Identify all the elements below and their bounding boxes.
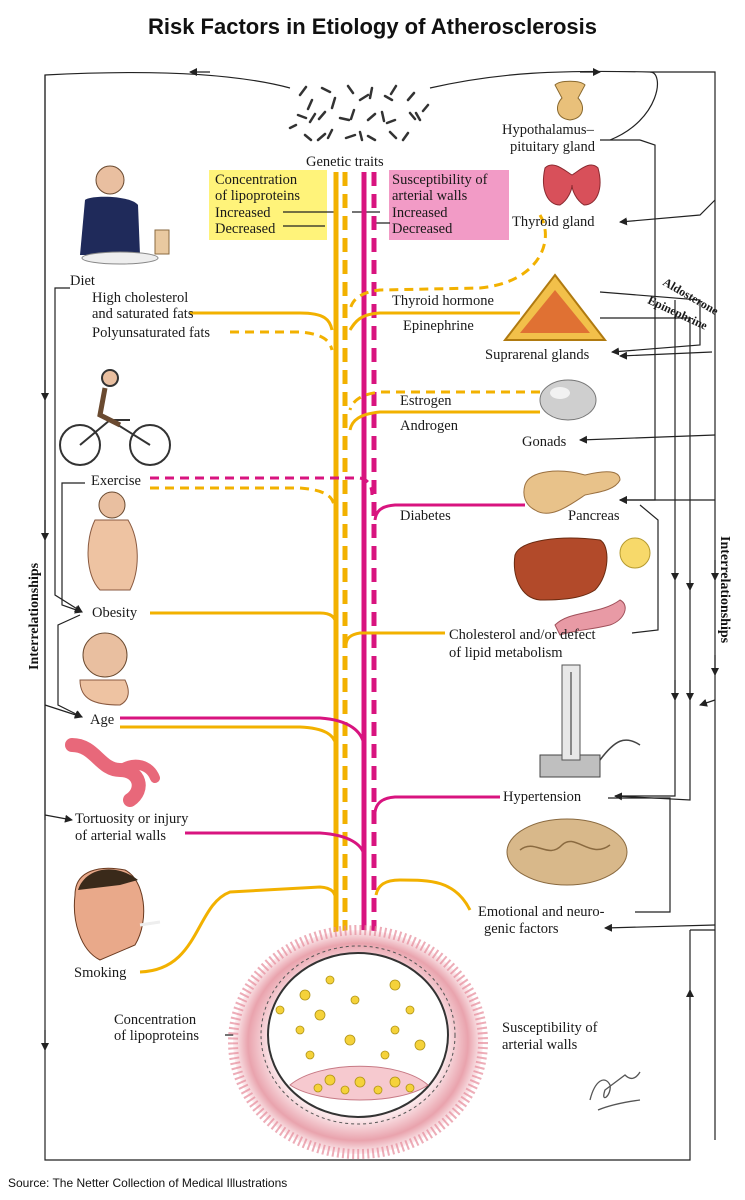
- high-cholesterol-label-2: and saturated fats: [92, 306, 194, 322]
- susceptibility-legend-box: [389, 170, 509, 240]
- bottom-concentration-label-1: Concentration: [114, 1012, 197, 1028]
- man-eating-icon: [80, 165, 170, 265]
- sphygmomanometer-icon: [539, 664, 641, 778]
- cholesterol-defect-label-2: of lipid metabolism: [449, 645, 563, 661]
- liver-icon: [513, 537, 651, 636]
- thyroid-hormone-label: Thyroid hormone: [392, 293, 494, 309]
- estrogen-label: Estrogen: [400, 393, 452, 409]
- hypothalamus-label-1: Hypothalamus–: [502, 122, 594, 138]
- diabetes-label: Diabetes: [400, 508, 451, 524]
- lipoprotein-legend-box: [209, 170, 327, 240]
- androgen-label: Androgen: [400, 418, 458, 434]
- gonad-icon: [539, 379, 597, 421]
- emotional-label-2: genic factors: [484, 921, 559, 937]
- interrelationships-left-label: Interrelationships: [27, 562, 42, 670]
- tortuosity-label-1: Tortuosity or injury: [75, 811, 189, 827]
- suprarenal-glands-label: Suprarenal glands: [485, 347, 590, 363]
- genetic-traits-label: Genetic traits: [306, 154, 384, 170]
- source-caption: Source: The Netter Collection of Medical…: [8, 1176, 288, 1190]
- chromosomes-icon: [288, 84, 430, 142]
- artery-cross-section: [228, 925, 488, 1159]
- pancreas-icon: [523, 470, 621, 514]
- bottom-susceptibility-label-1: Susceptibility of: [502, 1020, 598, 1036]
- suprarenal-gland-icon: [502, 273, 608, 341]
- influence-arrows: [120, 214, 547, 974]
- pituitary-gland-icon: [554, 80, 586, 121]
- hypertension-label: Hypertension: [503, 789, 582, 805]
- gonads-label: Gonads: [522, 434, 567, 450]
- tortuous-artery-icon: [65, 738, 160, 807]
- obesity-label: Obesity: [92, 605, 138, 621]
- suscept-box-line-1: Susceptibility of: [392, 172, 488, 188]
- cholesterol-defect-label-1: Cholesterol and/or defect: [449, 627, 596, 643]
- obese-man-icon: [87, 491, 138, 591]
- thyroid-gland-label: Thyroid gland: [512, 214, 595, 230]
- interrelationships-right-label: Interrelationships: [717, 536, 732, 644]
- smoking-label: Smoking: [74, 965, 127, 981]
- smoking-man-icon: [73, 867, 161, 961]
- lipo-box-line-4: Decreased: [215, 221, 276, 237]
- polyunsaturated-label: Polyunsaturated fats: [92, 325, 210, 341]
- emotional-label-1: Emotional and neuro-: [478, 904, 605, 920]
- bottom-concentration-label-2: of lipoproteins: [114, 1028, 199, 1044]
- suscept-box-line-4: Decreased: [392, 221, 453, 237]
- signature-icon: [589, 1071, 641, 1111]
- age-label: Age: [90, 712, 115, 728]
- suscept-box-line-2: arterial walls: [392, 188, 468, 204]
- lipo-box-line-1: Concentration: [215, 172, 298, 188]
- main-trunks: [330, 172, 380, 1052]
- brain-icon: [506, 818, 628, 886]
- cyclist-icon: [59, 369, 171, 466]
- bottom-susceptibility-label-2: arterial walls: [502, 1037, 578, 1053]
- pancreas-label: Pancreas: [568, 508, 620, 524]
- page-title: Risk Factors in Etiology of Atherosclero…: [147, 14, 598, 39]
- thyroid-gland-icon: [543, 164, 601, 206]
- hypothalamus-label-2: pituitary gland: [510, 139, 595, 155]
- diet-label: Diet: [70, 273, 95, 289]
- epinephrine-label: Epinephrine: [403, 318, 474, 334]
- interrelationship-frame: [41, 68, 719, 1161]
- high-cholesterol-label-1: High cholesterol: [92, 290, 189, 306]
- lipo-box-line-2: of lipoproteins: [215, 188, 300, 204]
- exercise-label: Exercise: [91, 473, 141, 489]
- elderly-man-icon: [79, 632, 129, 706]
- tortuosity-label-2: of arterial walls: [75, 828, 166, 844]
- suscept-box-line-3: Increased: [392, 205, 448, 221]
- lipo-box-line-3: Increased: [215, 205, 271, 221]
